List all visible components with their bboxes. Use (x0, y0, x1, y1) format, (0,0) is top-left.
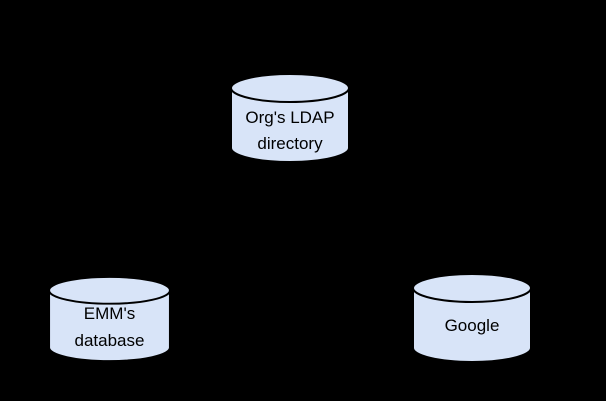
cylinder-body (48, 276, 171, 362)
database-cylinder-icon (412, 273, 532, 363)
node-label-line: Google (444, 316, 500, 335)
node-label-line: directory (257, 134, 323, 153)
cylinder-rim (412, 287, 532, 303)
node-emms-database: EMM's database (48, 276, 171, 362)
node-label-line: EMM's (83, 304, 136, 323)
cylinder-rim (48, 290, 171, 305)
node-label-line: Org's LDAP (245, 108, 335, 127)
node-label-line: database (74, 331, 145, 350)
database-cylinder-icon (48, 276, 171, 362)
cylinder-rim (230, 87, 350, 103)
node-label: EMM's database (48, 300, 171, 354)
node-label: Google (412, 313, 532, 339)
cylinder-body (230, 73, 350, 163)
cylinder-body (412, 273, 532, 363)
database-cylinder-icon (230, 73, 350, 163)
node-orgs-ldap-directory: Org's LDAP directory (230, 73, 350, 163)
node-label: Org's LDAP directory (230, 105, 350, 157)
node-google: Google (412, 273, 532, 363)
